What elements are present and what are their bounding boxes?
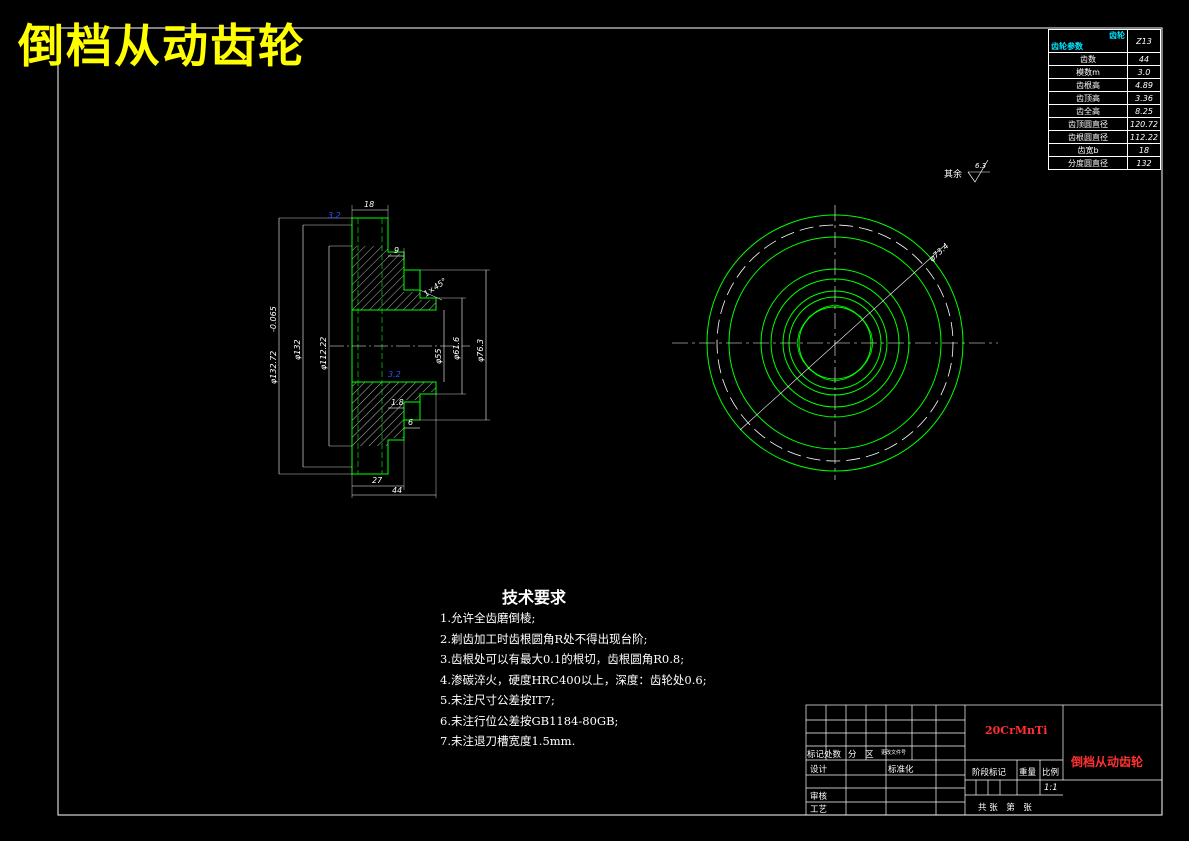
title-block-stage-mark: 阶段标记 [972,768,1007,778]
section-view: φ132.72 -0.065 φ132 φ112.22 φ55 φ61.6 φ7… [269,200,490,498]
dim-body-width: 27 [372,476,383,485]
tech-requirements-list: 1.允许全齿磨倒棱; 2.剃齿加工时齿根圆角R处不得出现台阶; 3.齿根处可以有… [440,608,707,752]
title-block-change-doc: 更改文件号 [881,750,907,756]
title-block-zone: 分 区 [848,750,874,760]
dim-total-width: 44 [392,486,402,495]
roughness-symbol-top: 3.2 [328,211,341,220]
drawing-frame [57,27,1163,816]
gear-table-header: 齿轮 齿轮参数 Z13 [1048,29,1161,53]
tech-requirement-item: 3.齿根处可以有最大0.1的根切，齿根圆角R0.8; [440,652,685,666]
dim-small-b: 6 [408,418,413,427]
title-block-review: 审核 [810,792,828,802]
roughness-note-label: 其余 [944,168,962,180]
gear-table-header-left: 齿轮参数 [1051,42,1083,51]
dim-small-a: 1.8 [391,398,404,407]
title-block-process: 工艺 [810,805,828,815]
title-block-weight: 重量 [1019,768,1037,778]
dim-hub-diameter: φ61.6 [452,337,461,360]
hatch-lower [352,382,436,446]
gear-table-header-right: 齿轮 [1109,31,1125,40]
dim-pitch-diameter: φ132 [293,339,302,360]
title-block-sheets: 共 张 第 张 [978,803,1032,813]
title-block-material: 20CrMnTi [985,724,1048,737]
surface-roughness-note: 其余 6.3 [944,159,990,183]
title-block-grid [805,704,1163,816]
drawing-title: 倒档从动齿轮 [18,19,306,73]
dim-bore-diameter: φ55 [434,349,443,364]
gear-table-header-code: Z13 [1127,29,1161,53]
title-block-scale-value: 1:1 [1044,783,1058,793]
tech-requirement-item: 6.未注行位公差按GB1184-80GB; [440,713,619,728]
dim-root-diameter: φ112.22 [319,337,328,370]
title-block-revision: 标记处数 [807,750,842,760]
dim-step-width: 9 [394,246,399,255]
tech-requirement-item: 5.未注尺寸公差按IT7; [440,693,555,707]
dim-tooth-width: 18 [364,200,374,209]
front-view: φ73.4 [672,205,998,480]
title-block-part-name: 倒档从动齿轮 [1071,755,1144,769]
tech-requirement-item: 2.剃齿加工时齿根圆角R处不得出现台阶; [440,631,648,646]
dim-front-diameter: φ73.4 [927,241,950,263]
tech-requirements-title: 技术要求 [502,588,567,607]
title-block-scale: 比例 [1042,768,1060,778]
roughness-note-value: 6.3 [975,162,986,170]
dim-tip-diameter: φ132.72 [269,351,278,384]
roughness-symbol-bore: 3.2 [388,370,401,379]
dim-tip-tolerance: -0.065 [269,306,278,332]
title-block-standardize: 标准化 [888,765,914,775]
tech-requirement-item: 7.未注退刀槽宽度1.5mm. [440,734,576,748]
dim-outer-hub-diameter: φ76.3 [476,339,485,362]
tech-requirement-item: 1.允许全齿磨倒棱; [440,611,536,625]
tech-requirement-item: 4.渗碳淬火，硬度HRC400以上，深度：齿轮处0.6; [440,672,707,687]
title-block-design: 设计 [810,765,828,775]
dim-chamfer: 1×45° [422,276,448,298]
hatch-upper [352,246,436,310]
